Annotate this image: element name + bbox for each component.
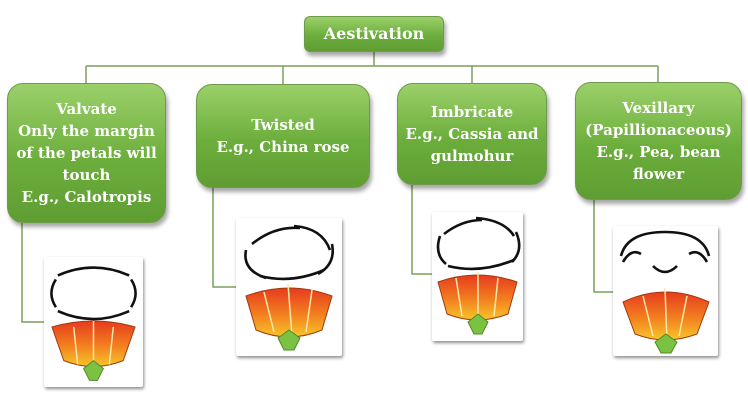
node-text-line: of the petals will xyxy=(16,144,157,162)
node-subtitle: (Papillionaceous) xyxy=(585,121,732,139)
valvate-petal-arrangement xyxy=(50,266,137,321)
node-example: E.g., Calotropis xyxy=(21,188,152,206)
imbricate-corolla xyxy=(437,272,518,335)
root-label: Aestivation xyxy=(323,24,425,43)
node-title: Valvate xyxy=(56,100,117,118)
node-valvate: Valvate Only the margin of the petals wi… xyxy=(7,83,166,223)
node-twisted: Twisted E.g., China rose xyxy=(196,84,370,188)
node-imbricate: Imbricate E.g., Cassia and gulmohur xyxy=(397,83,547,185)
twisted-petal-arrangement xyxy=(244,224,334,281)
node-example: E.g., Cassia and xyxy=(405,125,539,143)
twisted-flower-illustration xyxy=(236,218,342,356)
node-text-line: Only the margin xyxy=(18,122,155,140)
root-node-aestivation: Aestivation xyxy=(304,16,444,52)
node-title: Twisted xyxy=(251,116,315,134)
node-example: E.g., Pea, bean xyxy=(596,143,721,161)
node-title: Imbricate xyxy=(430,103,514,121)
valvate-flower-illustration xyxy=(44,257,143,387)
node-example: E.g., China rose xyxy=(216,138,350,156)
vexillary-flower-illustration xyxy=(613,226,718,356)
imbricate-flower-illustration xyxy=(432,212,523,341)
twisted-corolla xyxy=(245,283,333,351)
node-title: Vexillary xyxy=(622,99,695,117)
node-example: flower xyxy=(632,165,685,183)
vexillary-corolla xyxy=(622,287,710,354)
node-example: gulmohur xyxy=(430,147,514,165)
imbricate-petal-arrangement xyxy=(436,216,521,271)
node-text-line: touch xyxy=(62,166,111,184)
node-vexillary: Vexillary (Papillionaceous) E.g., Pea, b… xyxy=(575,82,742,200)
vexillary-petal-arrangement xyxy=(619,230,711,274)
valvate-corolla xyxy=(51,320,136,381)
